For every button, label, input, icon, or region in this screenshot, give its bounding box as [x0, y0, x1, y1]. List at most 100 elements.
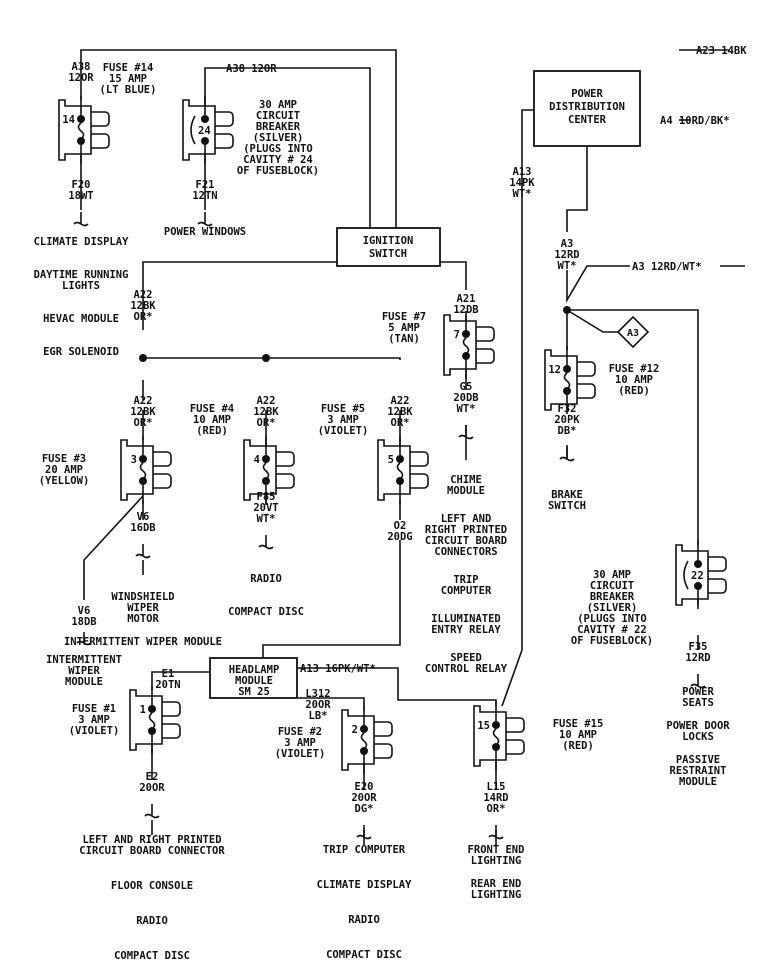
fuse-number: 5	[388, 454, 394, 466]
load-label: LIGHTING	[471, 889, 522, 901]
terminal-dot	[262, 455, 270, 463]
out-wire-label: 20PK	[554, 414, 580, 426]
fuse-prong	[708, 556, 727, 572]
svg-text:POWER: POWER	[571, 88, 603, 100]
fuse-title: 3 AMP	[327, 414, 359, 426]
fuse-body	[443, 314, 477, 376]
svg-text:A4 10RD/BK*: A4 10RD/BK*	[660, 115, 730, 127]
fuse-body	[675, 544, 709, 606]
load-label: COMPACT DISC	[114, 950, 190, 962]
fuse-title: 5 AMP	[388, 322, 420, 334]
load-label: LEFT AND RIGHT PRINTED	[82, 834, 221, 846]
fuse-prong	[91, 111, 110, 127]
fuse-title: 3 AMP	[284, 737, 316, 749]
load-label: ILLUMINATED	[431, 613, 501, 625]
fuse-body	[473, 705, 507, 767]
wire-labels: A38 12OR A23 14BK A4 10RD/BK* A3 12RD/WT…	[226, 45, 747, 675]
load-label: FRONT END	[468, 844, 525, 856]
fuse-element-icon	[148, 712, 156, 730]
load-label: RADIO	[250, 573, 282, 585]
fuse-prong	[506, 739, 525, 755]
load-label: TRIP	[453, 574, 478, 586]
load-label: POWER WINDOWS	[164, 226, 246, 238]
e1-label: 20TN	[155, 679, 180, 691]
terminal-dot	[462, 352, 470, 360]
in-wire-label: 12BK	[387, 406, 413, 418]
ground-connector-icon	[76, 632, 92, 646]
fuse-number: 14	[62, 114, 75, 126]
out-wire-label: L15	[487, 781, 506, 793]
fuse-title: 20 AMP	[45, 464, 83, 476]
in-wire-label: 12BK	[130, 406, 156, 418]
svg-text:A3: A3	[627, 328, 639, 339]
fuse-prong	[577, 383, 596, 399]
fuse-number: 22	[691, 570, 704, 582]
fuse-title: CAVITY # 22	[577, 624, 647, 636]
fuse-prong	[410, 451, 429, 467]
terminal-dot	[492, 721, 500, 729]
fuse-title: (YELLOW)	[39, 475, 90, 487]
fuse-title: (RED)	[618, 385, 650, 397]
out-wire-label: DG*	[355, 803, 374, 815]
fuse-prong	[374, 721, 393, 737]
wire-a38-top	[80, 49, 397, 228]
load-label: LIGHTS	[62, 280, 100, 292]
svg-text:A23 14BK: A23 14BK	[696, 45, 747, 57]
a3-pdc-label: WT*	[558, 260, 577, 272]
in-wire-label: A38	[72, 61, 91, 73]
load-label: LEFT AND	[441, 513, 492, 525]
load-label: POWER	[682, 686, 714, 698]
wire-e1	[151, 671, 209, 690]
load-label: TRIP COMPUTER	[323, 844, 406, 856]
fuse-number: 15	[477, 720, 490, 732]
load-label: INTERMITTENT WIPER MODULE	[64, 636, 222, 648]
fuse-prong	[162, 701, 181, 717]
fuse-title: (PLUGS INTO	[577, 613, 647, 625]
fuse-prong	[374, 743, 393, 759]
load-label: CLIMATE DISPLAY	[34, 236, 130, 248]
fuse-title: (SILVER)	[587, 602, 638, 614]
wire-o2-headlamp	[262, 540, 401, 658]
fuse-body	[377, 439, 411, 501]
load-label: COMPUTER	[441, 585, 492, 597]
fuse-prong	[153, 473, 172, 489]
junction-dot	[139, 354, 147, 362]
ground-connector-icon	[144, 804, 160, 819]
terminal-dot	[563, 387, 571, 395]
fuse-title: CAVITY # 24	[243, 154, 313, 166]
load-label: WINDSHIELD	[111, 591, 174, 603]
terminal-dot	[462, 330, 470, 338]
out-wire-label: 16DB	[130, 522, 155, 534]
svg-text:MODULE: MODULE	[235, 675, 273, 687]
load-label: RESTRAINT	[670, 765, 727, 777]
svg-text:A38 12OR: A38 12OR	[226, 63, 277, 75]
fuse-prong	[506, 717, 525, 733]
out-wire-label: OR*	[487, 803, 506, 815]
load-label: EGR SOLENOID	[43, 346, 119, 358]
load-label: SWITCH	[548, 500, 586, 512]
in-wire-label: OR*	[391, 417, 410, 429]
ground-connector-icon	[197, 212, 213, 227]
breaker-arc	[683, 560, 689, 590]
wire-a13-pdc	[501, 109, 540, 707]
terminal-dot	[139, 455, 147, 463]
fuse-title: FUSE #15	[553, 718, 604, 730]
a22-main-label: OR*	[134, 311, 153, 323]
a22-main-label: A22	[134, 289, 153, 301]
fuse-title: (VIOLET)	[318, 425, 369, 437]
fuse-title: (VIOLET)	[275, 748, 326, 760]
a22-main-label: 12BK	[130, 300, 156, 312]
terminal-dot	[77, 137, 85, 145]
in-wire-label: A22	[134, 395, 153, 407]
a21-label: 12DB	[453, 304, 478, 316]
in-wire-label: 12OR	[68, 72, 94, 84]
load-label: CHIME	[450, 474, 482, 486]
out-wire-label: F35	[689, 641, 708, 653]
out-wire-label: E2	[146, 771, 159, 783]
fuse-title: FUSE #5	[321, 403, 365, 415]
